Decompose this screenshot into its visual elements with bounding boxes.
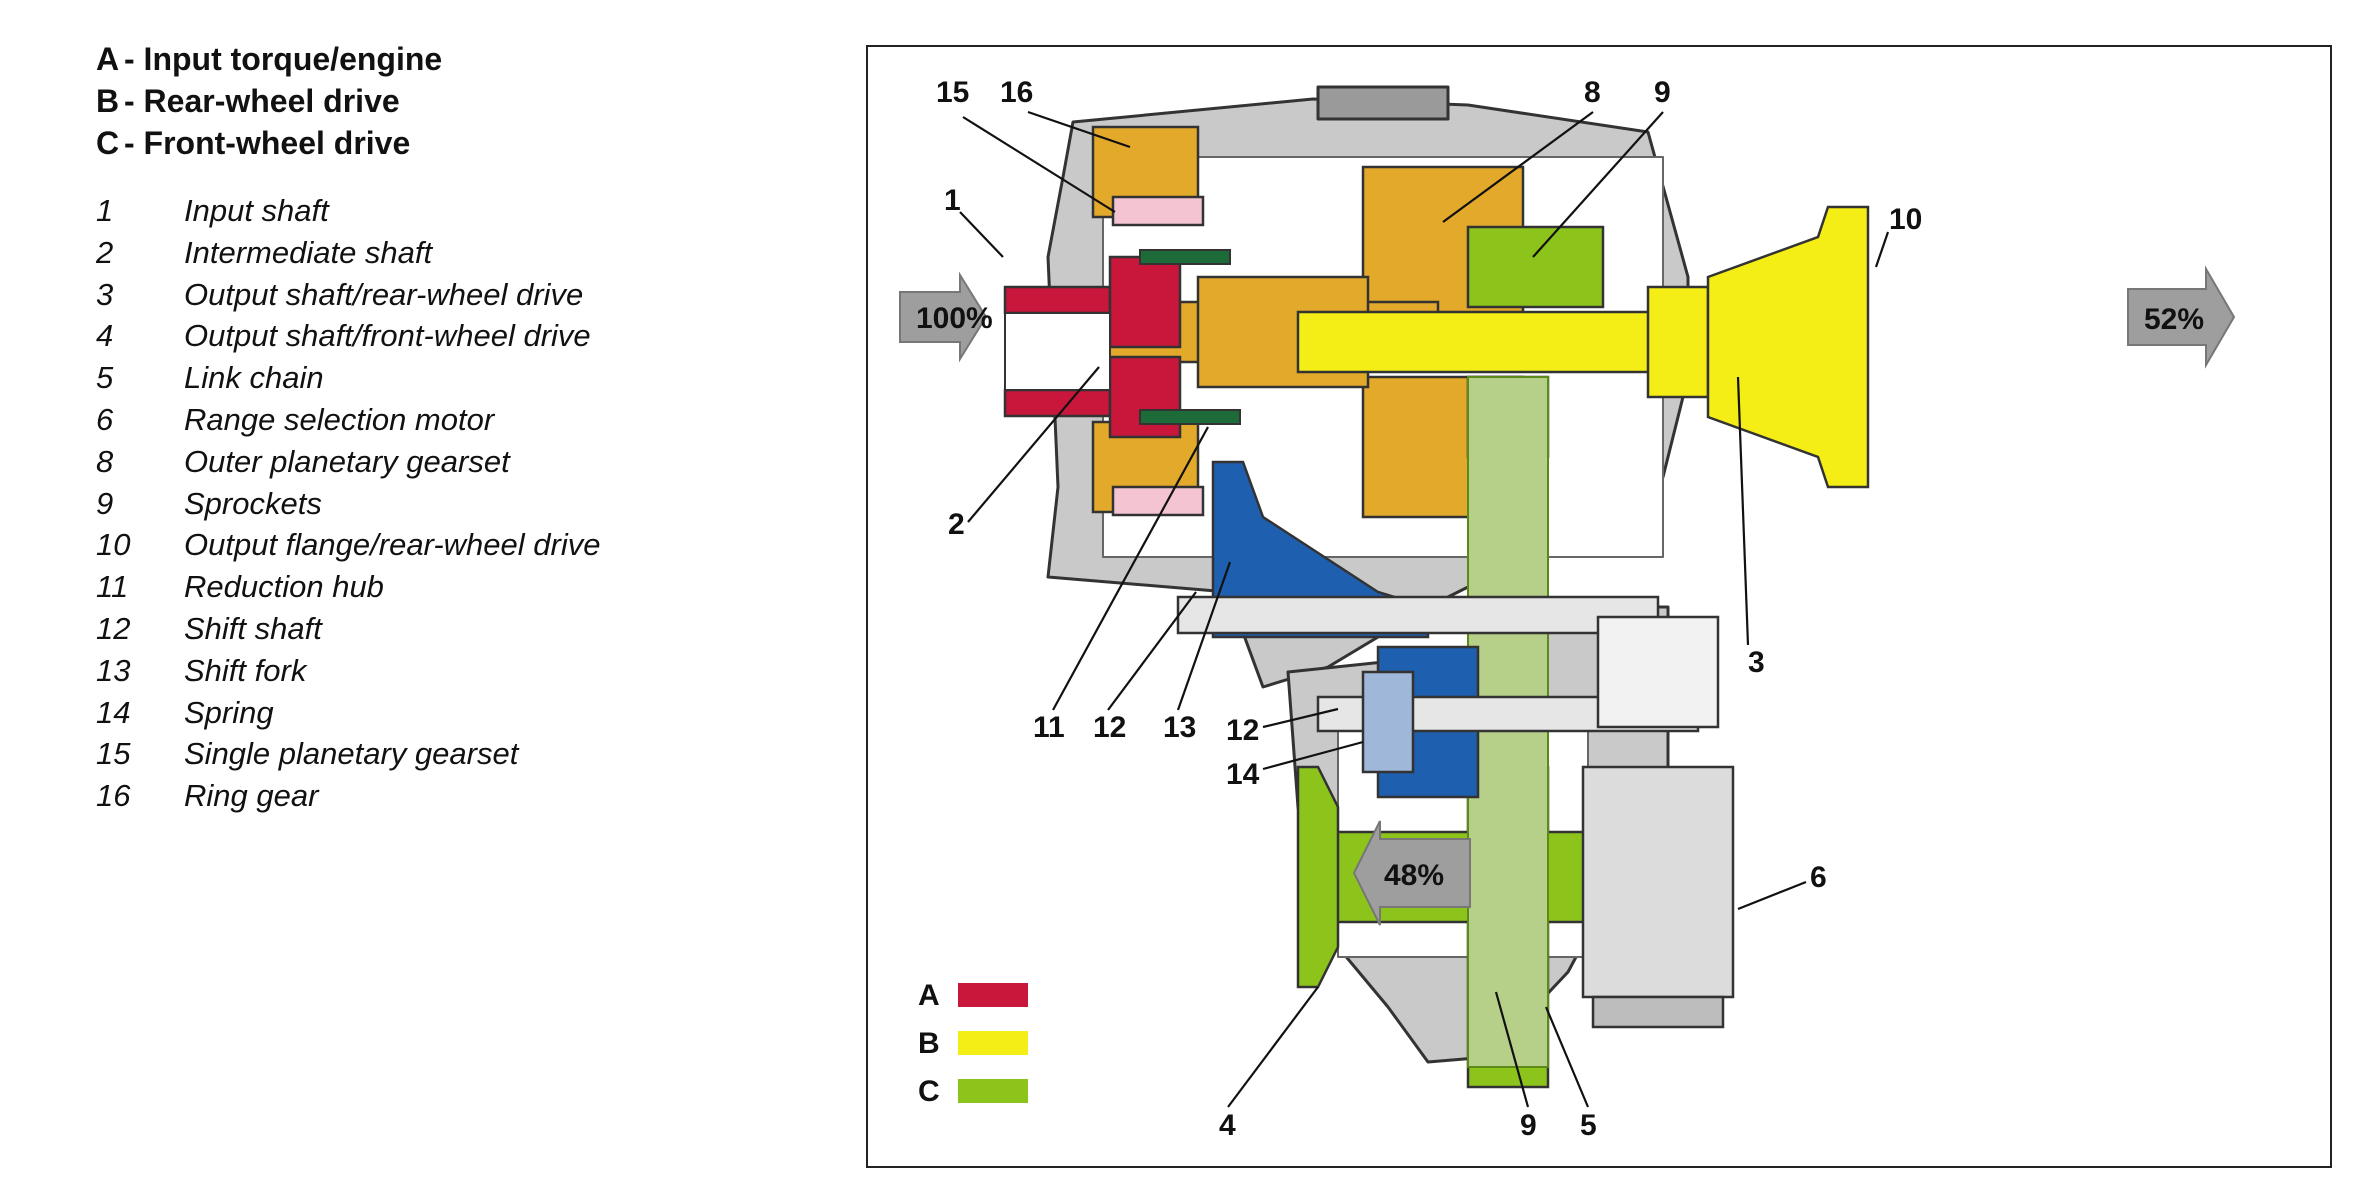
motor-base [1591, 995, 1725, 1029]
callout-16: 16 [1000, 76, 1033, 109]
reduction-hub-group [1139, 249, 1241, 425]
color-key: A B C [918, 979, 1028, 1108]
rear-output-hub [1646, 285, 1710, 399]
callout-12-left: 12 [1093, 711, 1126, 744]
callout-9-top: 9 [1654, 76, 1671, 109]
leader-lines [959, 110, 1890, 1108]
pink-ring-lower [1111, 485, 1205, 517]
input-arrow-shape [899, 271, 988, 363]
callouts: 15 16 8 9 10 1 2 11 12 13 12 14 3 6 4 9 … [936, 76, 1922, 1142]
leader-4 [1227, 986, 1319, 1108]
callout-11: 11 [1033, 711, 1065, 744]
spring [1361, 670, 1415, 774]
transfer-case-diagram: 100% 52% 48% [866, 45, 2332, 1168]
leader-2 [967, 366, 1100, 523]
flow-legend-a: A- Input torque/engine [96, 41, 443, 77]
input-torque-label: 100% [916, 302, 993, 335]
callout-6: 6 [1810, 861, 1827, 894]
leader-12a [1107, 591, 1197, 711]
leader-9b [1494, 991, 1530, 1108]
callout-2: 2 [948, 508, 965, 541]
front-torque-label: 48% [1384, 859, 1444, 892]
leader-10 [1874, 231, 1890, 268]
motor-body [1581, 765, 1735, 999]
range-selection-motor [1581, 615, 1735, 1029]
callout-10: 10 [1889, 203, 1922, 236]
leader-13 [1176, 561, 1232, 711]
transfer-case-drawing: 100% 52% 48% [899, 76, 2236, 1142]
leader-14 [1262, 740, 1364, 771]
leader-15 [962, 116, 1116, 213]
motor-top [1596, 615, 1720, 729]
callout-13: 13 [1163, 711, 1196, 744]
output-flange [1706, 205, 1870, 489]
callout-12-right: 12 [1226, 714, 1259, 747]
leader-9a [1532, 111, 1664, 258]
front-output-flange [1296, 765, 1340, 989]
shift-shaft-upper [1176, 595, 1660, 635]
color-key-c-swatch [958, 1079, 1028, 1103]
input-shaft-upper [1003, 285, 1112, 315]
top-bolt-housing [1316, 85, 1450, 121]
leader-16 [1027, 110, 1131, 149]
pink-ring-upper [1111, 195, 1205, 227]
leader-5 [1544, 1006, 1590, 1108]
callout-3: 3 [1748, 646, 1765, 679]
callout-15: 15 [936, 76, 969, 109]
upper-sprocket [1466, 225, 1605, 309]
leader-12b [1262, 707, 1339, 729]
callout-8: 8 [1584, 76, 1601, 109]
callout-1: 1 [944, 184, 961, 217]
leader-8 [1442, 111, 1594, 223]
rear-torque-label: 52% [2144, 303, 2204, 336]
color-key-b-swatch [958, 1031, 1028, 1055]
front-arrow-shape [1352, 820, 1471, 926]
reduction-hub-lower [1139, 409, 1241, 425]
rear-output-shaft [1296, 310, 1690, 374]
rear-arrow-shape [2127, 265, 2236, 369]
torque-arrow-front: 48% [1352, 820, 1471, 926]
color-key-a-letter: A [918, 979, 940, 1012]
leader-3 [1736, 376, 1750, 646]
leader-11 [1052, 426, 1209, 711]
leader-6 [1737, 880, 1807, 911]
callout-5: 5 [1580, 1109, 1597, 1142]
callout-9-bottom: 9 [1520, 1109, 1537, 1142]
callout-4: 4 [1219, 1109, 1236, 1142]
color-key-a-swatch [958, 983, 1028, 1007]
callout-14: 14 [1226, 758, 1260, 791]
input-carrier-upper [1108, 255, 1182, 349]
reduction-hub-upper [1139, 249, 1231, 265]
color-key-c-letter: C [918, 1075, 940, 1108]
input-shaft-lower [1003, 388, 1112, 418]
legend-panel: A- Input torque/engine B- Rear-wheel dri… [96, 38, 856, 817]
torque-arrow-rear: 52% [2127, 265, 2236, 369]
color-key-b-letter: B [918, 1027, 940, 1060]
rear-output-group [1296, 205, 1870, 489]
input-bore [1004, 312, 1111, 391]
flow-legend-b: B- Rear-wheel drive [96, 83, 400, 119]
torque-arrow-input: 100% [899, 271, 993, 363]
leader-1 [959, 211, 1004, 258]
flow-legend-c: C- Front-wheel drive [96, 125, 411, 161]
